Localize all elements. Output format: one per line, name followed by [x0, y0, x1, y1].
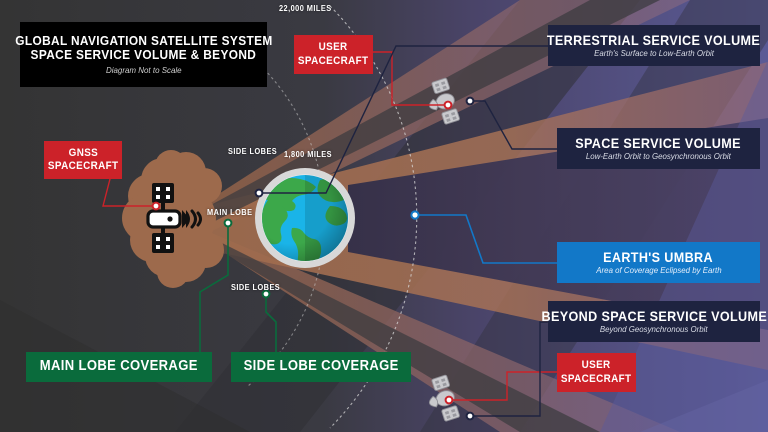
title-line-2: SPACE SERVICE VOLUME & BEYOND [30, 47, 257, 63]
leader-line-user-bottom [449, 371, 557, 401]
legend-terrestrial-service-volume[interactable]: TERRESTRIAL SERVICE VOLUME Earth's Surfa… [547, 25, 761, 66]
leader-line-side-lobe [265, 294, 277, 352]
leader-dot-gnss [151, 201, 161, 211]
user-spacecraft-upper-icon [428, 77, 460, 125]
leader-line-main-lobe [199, 223, 229, 352]
leader-line-user-top [373, 51, 448, 106]
annotation-main-lobe: MAIN LOBE [207, 208, 253, 217]
legend-umbra-subtitle: Area of Coverage Eclipsed by Earth [595, 264, 722, 275]
title-line-1: GLOBAL NAVIGATION SATELLITE SYSTEM [14, 33, 273, 49]
callout-user-spacecraft-upper[interactable]: USER SPACECRAFT [294, 35, 373, 74]
legend-beyond-space-service-volume[interactable]: BEYOND SPACE SERVICE VOLUME Beyond Geosy… [541, 301, 766, 342]
annotation-side-lobes-upper: SIDE LOBES [228, 147, 278, 156]
legend-beyond-title: BEYOND SPACE SERVICE VOLUME [541, 307, 767, 324]
legend-space-title: SPACE SERVICE VOLUME [575, 134, 742, 151]
callout-user-spacecraft-lower[interactable]: USER SPACECRAFT [557, 353, 636, 392]
callout-user-upper-line-2: SPACECRAFT [298, 54, 369, 67]
leader-dot-space [465, 96, 475, 106]
gnss-spacecraft-icon [146, 183, 202, 253]
callout-user-lower-line-2: SPACECRAFT [561, 372, 632, 385]
callout-gnss-line-2: SPACECRAFT [47, 160, 119, 172]
callout-main-lobe-label: MAIN LOBE COVERAGE [39, 358, 199, 375]
callout-side-lobe-label: SIDE LOBE COVERAGE [243, 358, 399, 375]
leader-line-beyond [470, 321, 548, 417]
callout-main-lobe-coverage[interactable]: MAIN LOBE COVERAGE [26, 352, 212, 382]
callout-side-lobe-coverage[interactable]: SIDE LOBE COVERAGE [231, 352, 411, 382]
callout-user-upper-line-1: USER [319, 41, 348, 54]
leader-dot-main-lobe [223, 218, 233, 228]
annotation-distance-outer: 22,000 MILES [279, 4, 332, 13]
leader-dot-umbra [410, 210, 420, 220]
legend-terrestrial-subtitle: Earth's Surface to Low-Earth Orbit [594, 47, 714, 58]
side-lobe-beam-lower [186, 222, 680, 432]
earth-illustration [255, 168, 355, 268]
callout-gnss-line-1: GNSS [68, 146, 98, 159]
leader-dot-terrestrial [254, 188, 264, 198]
legend-umbra-title: EARTH'S UMBRA [603, 248, 714, 265]
annotation-distance-inner: 1,800 MILES [284, 150, 333, 159]
title-block: GLOBAL NAVIGATION SATELLITE SYSTEM SPACE… [15, 22, 272, 87]
legend-beyond-subtitle: Beyond Geosynchronous Orbit [600, 323, 708, 334]
leader-dot-side-lobe [261, 289, 271, 299]
annotation-side-lobes-lower: SIDE LOBES [231, 283, 281, 292]
leader-line-terrestrial [259, 45, 548, 194]
title-subtitle: Diagram Not to Scale [105, 64, 182, 75]
callout-gnss-spacecraft[interactable]: GNSS SPACECRAFT [44, 141, 122, 179]
leader-dot-beyond [465, 411, 475, 421]
leader-line-gnss [102, 178, 156, 207]
leader-dot-user-top [443, 100, 453, 110]
callout-user-lower-line-1: USER [582, 359, 611, 372]
legend-space-service-volume[interactable]: SPACE SERVICE VOLUME Low-Earth Orbit to … [557, 128, 760, 169]
leader-dot-user-bottom [444, 395, 454, 405]
legend-terrestrial-title: TERRESTRIAL SERVICE VOLUME [547, 31, 761, 48]
leader-line-space [470, 100, 557, 150]
leader-line-umbra [415, 214, 557, 264]
legend-earths-umbra[interactable]: EARTH'S UMBRA Area of Coverage Eclipsed … [557, 242, 760, 283]
user-spacecraft-lower-icon [428, 374, 460, 422]
legend-space-subtitle: Low-Earth Orbit to Geosynchronous Orbit [585, 150, 731, 161]
